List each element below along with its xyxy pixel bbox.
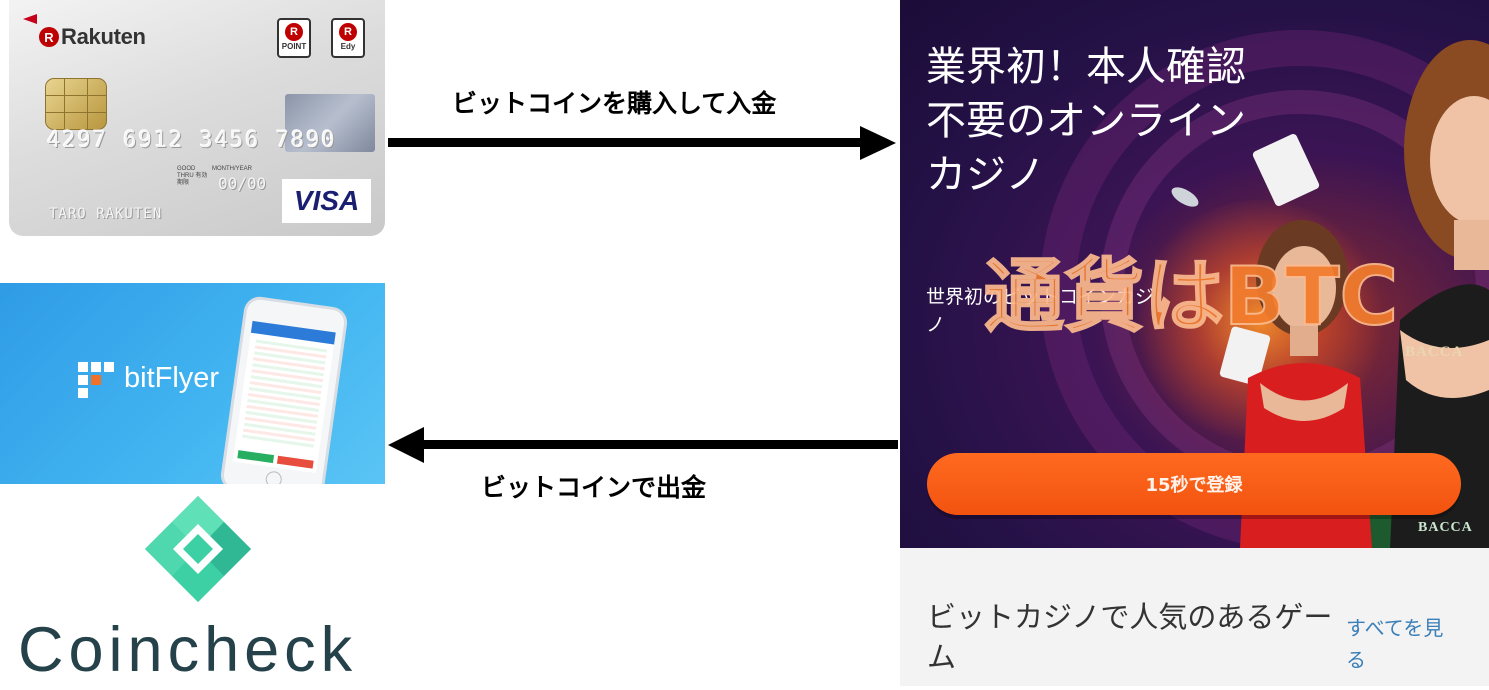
coincheck-name: Coincheck [18, 615, 358, 685]
bitflyer-logo-icon [78, 362, 116, 400]
good-thru-label: GOOD THRU 有効期限 [177, 166, 208, 186]
deposit-label: ビットコインを購入して入金 [452, 89, 777, 118]
chip-icon [45, 78, 107, 130]
month-year-label: MONTH/YEAR [212, 166, 253, 172]
rakuten-brand: Rakuten [61, 24, 146, 49]
dealer-image [1390, 40, 1489, 550]
visa-logo: VISA [282, 179, 371, 223]
see-all-link[interactable]: すべてを見る [1346, 616, 1444, 672]
bitflyer-name: bitFlyer [124, 362, 220, 394]
point-badge-letter: R [285, 23, 303, 41]
coincheck-logo-icon [145, 496, 251, 602]
card-expiry: 00/00 [218, 174, 267, 193]
casino-headline: 業界初！本人確認 不要のオンライン カジノ [926, 44, 1246, 198]
edy-badge-label: Edy [340, 42, 356, 51]
withdraw-label: ビットコインで出金 [481, 473, 707, 502]
point-badge-label: POINT [281, 42, 307, 51]
point-badge: R POINT [277, 18, 311, 58]
bitflyer-banner: bitFlyer [0, 283, 385, 484]
edy-badge: R Edy [331, 18, 365, 58]
casino-games-section [900, 548, 1489, 686]
rakuten-r-icon: R [39, 27, 59, 47]
popular-games-heading: ビットカジノで人気のあるゲーム [927, 600, 1333, 674]
signup-button[interactable]: 15秒で登録 [927, 453, 1461, 515]
table-text-2: BACCA [1418, 520, 1473, 535]
rakuten-logo: R Rakuten [39, 24, 146, 50]
rakuten-card: R Rakuten R POINT R Edy 4297 6912 3456 7… [9, 0, 385, 236]
withdraw-arrow-icon [388, 427, 898, 463]
card-holder: TARO RAKUTEN [49, 206, 163, 222]
phone-icon [218, 294, 350, 484]
currency-overlay: 通貨はBTC [983, 249, 1399, 344]
table-text: BACCA [1405, 344, 1464, 360]
edy-badge-letter: R [339, 23, 357, 41]
deposit-arrow-icon [388, 126, 896, 160]
flag-icon [23, 14, 37, 24]
hologram-icon [285, 94, 375, 152]
casino-subtext: 世界初のビットコインカジ ノ [926, 286, 1155, 336]
card-number: 4297 6912 3456 7890 [47, 128, 337, 153]
